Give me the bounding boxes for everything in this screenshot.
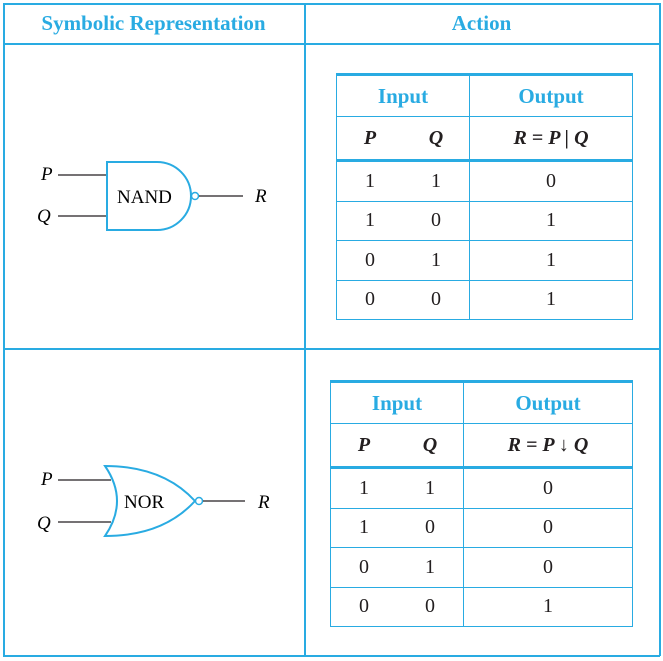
nand-gate-label: NAND	[117, 187, 172, 208]
nand-col-q: Q	[403, 116, 470, 162]
table-cell-r: 1	[469, 201, 633, 241]
nand-gate-body	[106, 161, 192, 231]
nor-gate-body	[103, 464, 197, 538]
left-border	[3, 3, 5, 656]
table-cell-q: 1	[403, 240, 470, 281]
table-row: 1 0 1	[336, 201, 633, 241]
table-cell-p: 1	[330, 467, 397, 509]
nand-table-column-header: P Q R = P | Q	[336, 116, 633, 162]
table-row: 0 0 1	[336, 280, 633, 320]
row-divider	[3, 348, 660, 350]
nand-table-group-header: Input Output	[336, 74, 633, 117]
table-cell-r: 0	[463, 508, 633, 548]
right-border	[659, 3, 661, 656]
nor-table-column-header: P Q R = P ↓ Q	[330, 423, 633, 469]
table-cell-q: 0	[397, 508, 464, 548]
nor-input-header: Input	[330, 381, 464, 424]
nand-output-header: Output	[469, 74, 633, 117]
table-cell-p: 1	[336, 160, 403, 202]
table-row: 0 1 1	[336, 240, 633, 281]
table-cell-p: 1	[336, 201, 403, 241]
nor-truth-table: Input Output P Q R = P ↓ Q 1 1 0 1 0 0 0…	[330, 380, 633, 627]
table-cell-p: 1	[330, 508, 397, 548]
nand-output-r-label: R	[254, 186, 267, 207]
table-cell-p: 0	[336, 280, 403, 320]
nor-input-q-label: Q	[37, 513, 51, 534]
table-cell-q: 1	[397, 467, 464, 509]
nor-gate-symbol: P Q NOR R	[37, 464, 270, 538]
column-divider	[304, 3, 306, 656]
table-cell-p: 0	[330, 547, 397, 588]
nor-input-p-label: P	[40, 469, 53, 490]
nand-input-header: Input	[336, 74, 470, 117]
table-row: 0 1 0	[330, 547, 633, 588]
table-cell-q: 0	[403, 280, 470, 320]
table-cell-r: 0	[463, 467, 633, 509]
nor-gate-label: NOR	[124, 492, 164, 513]
nand-col-r: R = P | Q	[469, 116, 633, 162]
nor-col-q: Q	[397, 423, 464, 469]
header-action: Action	[451, 10, 512, 35]
nor-col-r: R = P ↓ Q	[463, 423, 633, 469]
table-cell-p: 0	[336, 240, 403, 281]
nor-table-group-header: Input Output	[330, 381, 633, 424]
top-border	[3, 3, 660, 5]
nand-input-q-label: Q	[37, 206, 51, 227]
table-cell-p: 0	[330, 587, 397, 627]
table-cell-r: 1	[463, 587, 633, 627]
nand-col-p: P	[336, 116, 403, 162]
table-row: 0 0 1	[330, 587, 633, 627]
table-cell-q: 0	[397, 587, 464, 627]
table-cell-q: 0	[403, 201, 470, 241]
nand-inversion-bubble	[190, 191, 200, 201]
table-cell-q: 1	[403, 160, 470, 202]
table-row: 1 1 0	[336, 160, 633, 202]
nand-gate-symbol: P Q NAND R	[37, 161, 267, 231]
table-cell-q: 1	[397, 547, 464, 588]
nand-input-p-label: P	[40, 164, 53, 185]
nor-output-r-label: R	[257, 492, 270, 513]
gates-table: Symbolic Representation Action P Q NAND …	[3, 3, 661, 657]
nor-output-header: Output	[463, 381, 633, 424]
nor-inversion-bubble	[194, 496, 204, 506]
table-cell-r: 0	[469, 160, 633, 202]
table-row: 1 0 0	[330, 508, 633, 548]
nor-col-p: P	[330, 423, 397, 469]
bottom-border	[3, 655, 660, 657]
header-symbolic-representation: Symbolic Representation	[41, 10, 266, 35]
table-row: 1 1 0	[330, 467, 633, 509]
table-cell-r: 1	[469, 240, 633, 281]
nand-truth-table: Input Output P Q R = P | Q 1 1 0 1 0 1 0…	[336, 73, 633, 320]
table-cell-r: 0	[463, 547, 633, 588]
header-divider	[3, 43, 660, 45]
table-cell-r: 1	[469, 280, 633, 320]
